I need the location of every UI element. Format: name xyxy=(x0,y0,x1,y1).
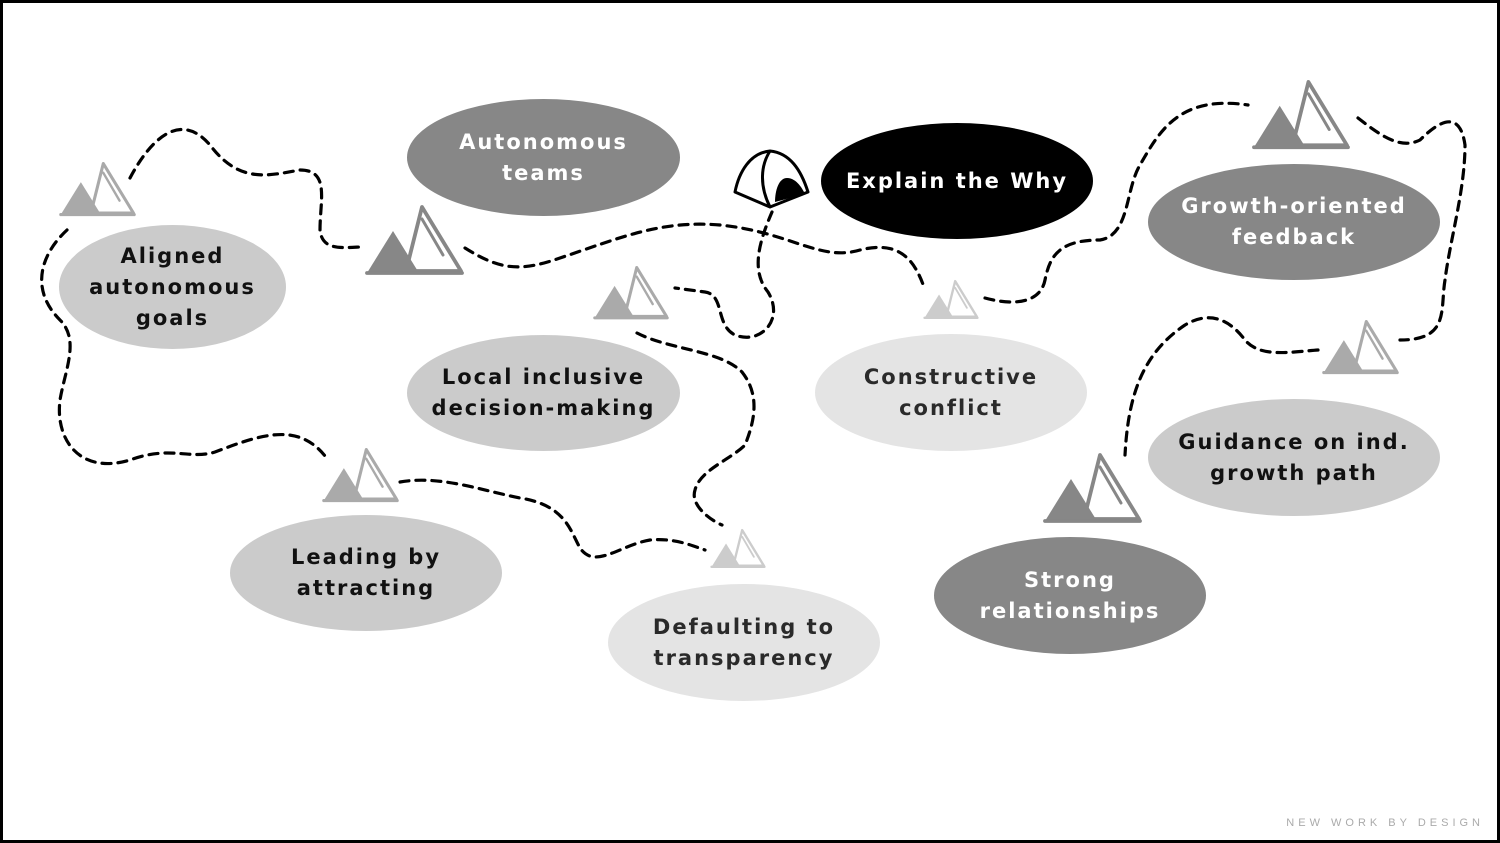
trail-path xyxy=(128,127,362,250)
trail-path xyxy=(1123,316,1320,457)
node-defaulting-to-transparency[interactable]: Defaulting to transparency xyxy=(608,584,880,701)
mountain-icon xyxy=(365,205,464,275)
trail-path xyxy=(673,210,776,339)
trail-path xyxy=(40,228,330,466)
node-label: Defaulting to transparency xyxy=(652,614,836,670)
mountain-icon xyxy=(322,448,399,503)
trail-path xyxy=(398,478,707,559)
node-label: Strong relationships xyxy=(979,567,1161,623)
node-label: Explain the Why xyxy=(845,168,1069,193)
node-label: Leading by attracting xyxy=(290,545,442,600)
node-explain-the-why[interactable]: Explain the Why xyxy=(821,123,1093,239)
brand-footer: NEW WORK BY DESIGN xyxy=(1286,817,1484,829)
node-label: Constructive conflict xyxy=(863,364,1039,420)
node-label: Growth-oriented feedback xyxy=(1181,194,1407,249)
mountain-icon xyxy=(710,528,766,569)
node-leading-by-attracting[interactable]: Leading by attracting xyxy=(230,515,502,631)
mountain-icon xyxy=(59,162,136,217)
tent-icon xyxy=(733,149,810,209)
node-constructive-conflict[interactable]: Constructive conflict xyxy=(815,334,1087,451)
trail-path xyxy=(983,101,1250,304)
mountain-icon xyxy=(923,279,979,320)
node-label: Autonomous teams xyxy=(459,129,628,185)
node-strong-relationships[interactable]: Strong relationships xyxy=(934,537,1206,654)
node-aligned-autonomous-goals[interactable]: Aligned autonomous goals xyxy=(59,225,286,349)
node-growth-oriented-feedback[interactable]: Growth-oriented feedback xyxy=(1148,164,1440,280)
node-label: Aligned autonomous goals xyxy=(89,243,256,330)
mountain-icon xyxy=(593,266,669,320)
mountain-icon xyxy=(1043,453,1142,523)
mountain-icon xyxy=(1252,80,1350,150)
trail-path xyxy=(635,331,756,527)
node-local-inclusive-decision-making[interactable]: Local inclusive decision-making xyxy=(407,335,680,451)
node-guidance-growth-path[interactable]: Guidance on ind. growth path xyxy=(1148,399,1440,516)
trail-path xyxy=(1356,116,1467,342)
node-autonomous-teams[interactable]: Autonomous teams xyxy=(407,99,680,216)
trail-path xyxy=(463,222,927,292)
node-label: Guidance on ind. growth path xyxy=(1178,429,1410,485)
node-label: Local inclusive decision-making xyxy=(431,365,656,420)
mountain-icon xyxy=(1322,320,1399,375)
